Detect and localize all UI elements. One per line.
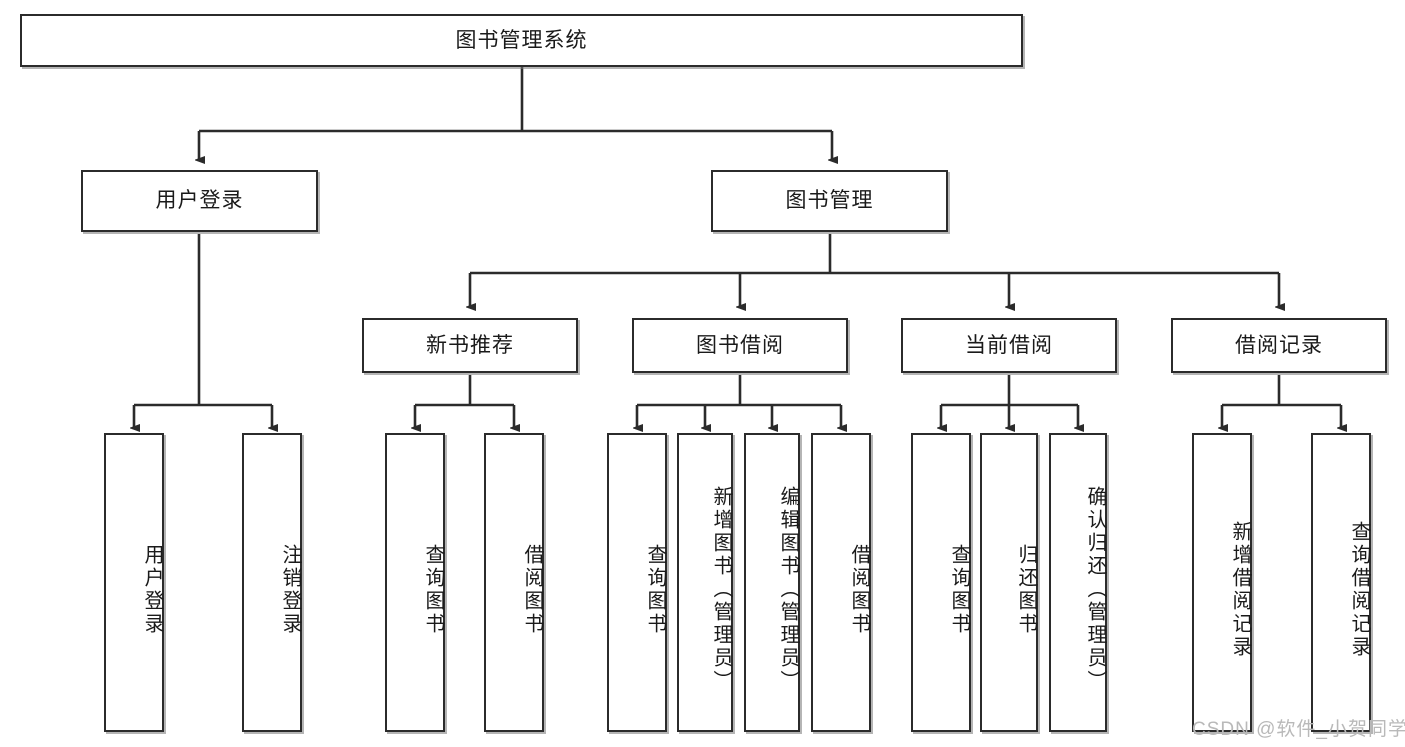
node-leaf-query-book-1[interactable]: 查询图书 <box>385 433 445 732</box>
node-leaf-add-book-label: 新增图书（管理员） <box>710 486 732 693</box>
node-book-borrow[interactable]: 图书借阅 <box>632 318 848 373</box>
node-leaf-edit-book-label: 编辑图书（管理员） <box>777 486 799 693</box>
node-leaf-logout[interactable]: 注销登录 <box>242 433 302 732</box>
node-leaf-query-book-2-label: 查询图书 <box>644 543 666 636</box>
node-root[interactable]: 图书管理系统 <box>20 14 1023 67</box>
node-leaf-query-book-1-label: 查询图书 <box>422 543 444 636</box>
node-leaf-user-login-label: 用户登录 <box>141 543 163 636</box>
node-leaf-return-book[interactable]: 归还图书 <box>980 433 1038 732</box>
node-new-book-rec[interactable]: 新书推荐 <box>362 318 578 373</box>
node-leaf-add-record[interactable]: 新增借阅记录 <box>1192 433 1252 732</box>
node-root-label: 图书管理系统 <box>455 28 588 52</box>
node-current-borrow[interactable]: 当前借阅 <box>901 318 1117 373</box>
node-leaf-query-book-3[interactable]: 查询图书 <box>911 433 971 732</box>
node-book-borrow-label: 图书借阅 <box>696 333 784 357</box>
csdn-watermark: CSDN @软件_小贺同学 <box>1192 719 1405 740</box>
node-leaf-confirm-return[interactable]: 确认归还（管理员） <box>1049 433 1107 732</box>
node-book-manage[interactable]: 图书管理 <box>711 170 948 232</box>
node-leaf-borrow-book-1-label: 借阅图书 <box>521 543 543 636</box>
node-leaf-query-book-2[interactable]: 查询图书 <box>607 433 667 732</box>
node-leaf-return-book-label: 归还图书 <box>1015 543 1037 636</box>
node-leaf-query-book-3-label: 查询图书 <box>948 543 970 636</box>
node-book-manage-label: 图书管理 <box>785 189 874 213</box>
node-leaf-query-record[interactable]: 查询借阅记录 <box>1311 433 1371 732</box>
node-new-book-rec-label: 新书推荐 <box>426 333 514 357</box>
node-user-login[interactable]: 用户登录 <box>81 170 318 232</box>
node-current-borrow-label: 当前借阅 <box>965 333 1053 357</box>
node-user-login-label: 用户登录 <box>155 189 244 213</box>
node-leaf-add-book[interactable]: 新增图书（管理员） <box>677 433 733 732</box>
node-leaf-logout-label: 注销登录 <box>279 543 301 636</box>
node-leaf-borrow-book-1[interactable]: 借阅图书 <box>484 433 544 732</box>
node-leaf-add-record-label: 新增借阅记录 <box>1229 520 1251 659</box>
node-leaf-confirm-return-label: 确认归还（管理员） <box>1084 486 1106 693</box>
node-leaf-edit-book[interactable]: 编辑图书（管理员） <box>744 433 800 732</box>
node-leaf-borrow-book-2-label: 借阅图书 <box>848 543 870 636</box>
node-borrow-record[interactable]: 借阅记录 <box>1171 318 1387 373</box>
node-leaf-query-record-label: 查询借阅记录 <box>1348 520 1370 659</box>
node-leaf-user-login[interactable]: 用户登录 <box>104 433 164 732</box>
node-leaf-borrow-book-2[interactable]: 借阅图书 <box>811 433 871 732</box>
node-borrow-record-label: 借阅记录 <box>1235 333 1323 357</box>
